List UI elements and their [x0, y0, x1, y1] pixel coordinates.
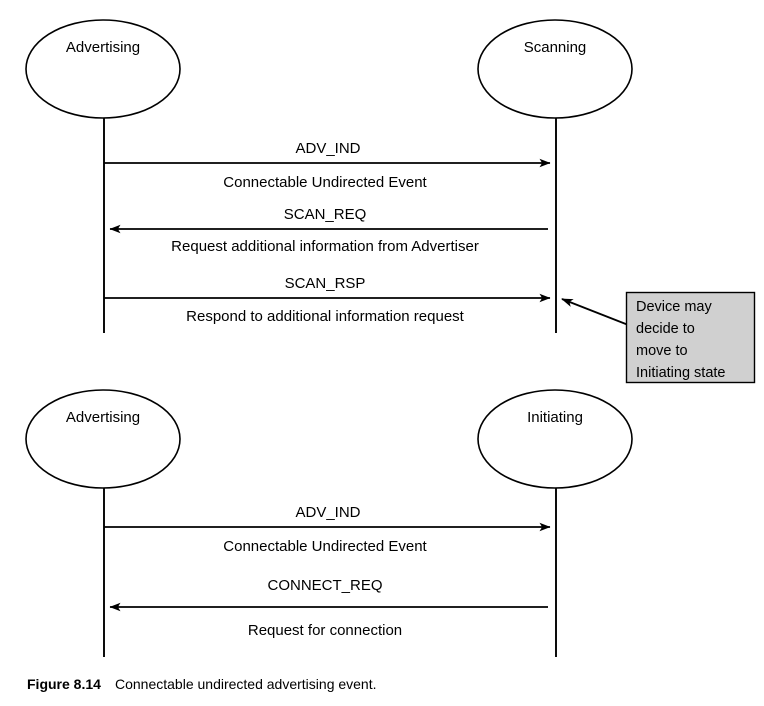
- message-description-scan-rsp: Respond to additional information reques…: [186, 308, 465, 325]
- message-description-adv-ind-top: Connectable Undirected Event: [223, 174, 427, 191]
- actor-label-advertising-2: Advertising: [66, 409, 140, 426]
- message-label-adv-ind-bottom: ADV_IND: [295, 504, 360, 521]
- actor-label-scanning: Scanning: [524, 39, 587, 56]
- figure-caption-title: Connectable undirected advertising event…: [115, 676, 377, 692]
- actor-ellipse-advertising-2[interactable]: [25, 389, 181, 489]
- actor-label-initiating: Initiating: [527, 409, 583, 426]
- diagram-scanning-sequence: Advertising Scanning ADV_IND Connectable…: [25, 19, 756, 384]
- message-label-connect-req: CONNECT_REQ: [267, 577, 382, 594]
- message-label-adv-ind-top: ADV_IND: [295, 140, 360, 157]
- figure-caption: Figure 8.14 Connectable undirected adver…: [27, 676, 377, 692]
- diagram-initiating-sequence: Advertising Initiating ADV_IND Connectab…: [25, 389, 633, 657]
- message-description-scan-req: Request additional information from Adve…: [171, 238, 479, 255]
- message-label-scan-req: SCAN_REQ: [284, 206, 367, 223]
- callout-note-line-1: Device may: [636, 299, 712, 315]
- callout-note-line-4: Initiating state: [636, 365, 725, 381]
- actor-ellipse-initiating[interactable]: [477, 389, 633, 489]
- actor-ellipse-advertising[interactable]: [25, 19, 181, 119]
- actor-ellipse-scanning[interactable]: [477, 19, 633, 119]
- callout-note-box[interactable]: [625, 291, 756, 384]
- figure-caption-number: Figure 8.14: [27, 676, 101, 692]
- actor-label-advertising: Advertising: [66, 39, 140, 56]
- callout-note-line-2: decide to: [636, 321, 695, 337]
- message-description-adv-ind-bottom: Connectable Undirected Event: [223, 538, 427, 555]
- callout-note-line-3: move to: [636, 343, 688, 359]
- message-description-connect-req: Request for connection: [248, 622, 402, 639]
- message-label-scan-rsp: SCAN_RSP: [285, 275, 366, 292]
